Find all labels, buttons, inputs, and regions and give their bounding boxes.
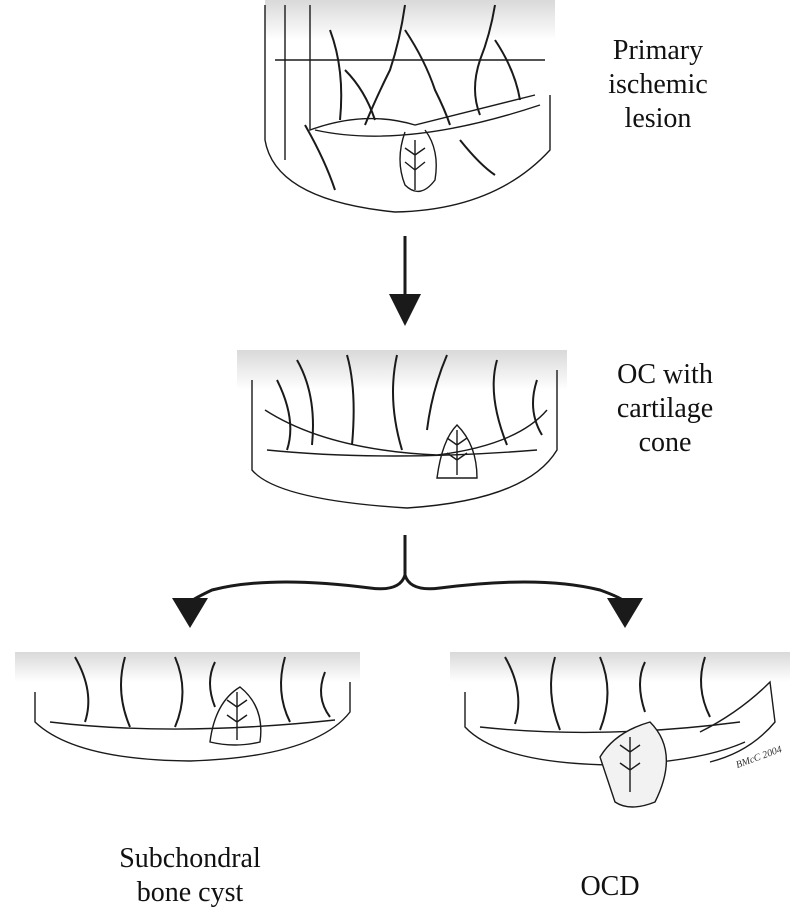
label-primary-ischemic-lesion: Primary ischemic lesion [588,34,728,136]
label-line: bone cyst [90,876,290,910]
label-line: Subchondral [90,842,290,876]
label-line: cartilage [600,392,730,426]
label-line: Primary [588,34,728,68]
label-line: ischemic [588,68,728,102]
branch-arrow [160,530,655,630]
label-line: cone [600,426,730,460]
label-oc-with-cartilage-cone: OC with cartilage cone [600,358,730,460]
label-subchondral-bone-cyst: Subchondral bone cyst [90,842,290,910]
primary-lesion-illustration [255,0,555,230]
subchondral-cyst-illustration [15,652,360,762]
label-line: OC with [600,358,730,392]
arrow-down-1 [385,236,425,328]
ocd-illustration [450,652,790,822]
label-line: lesion [588,102,728,136]
oc-cartilage-cone-illustration [237,350,567,510]
label-ocd: OCD [560,870,660,904]
label-line: OCD [560,870,660,904]
